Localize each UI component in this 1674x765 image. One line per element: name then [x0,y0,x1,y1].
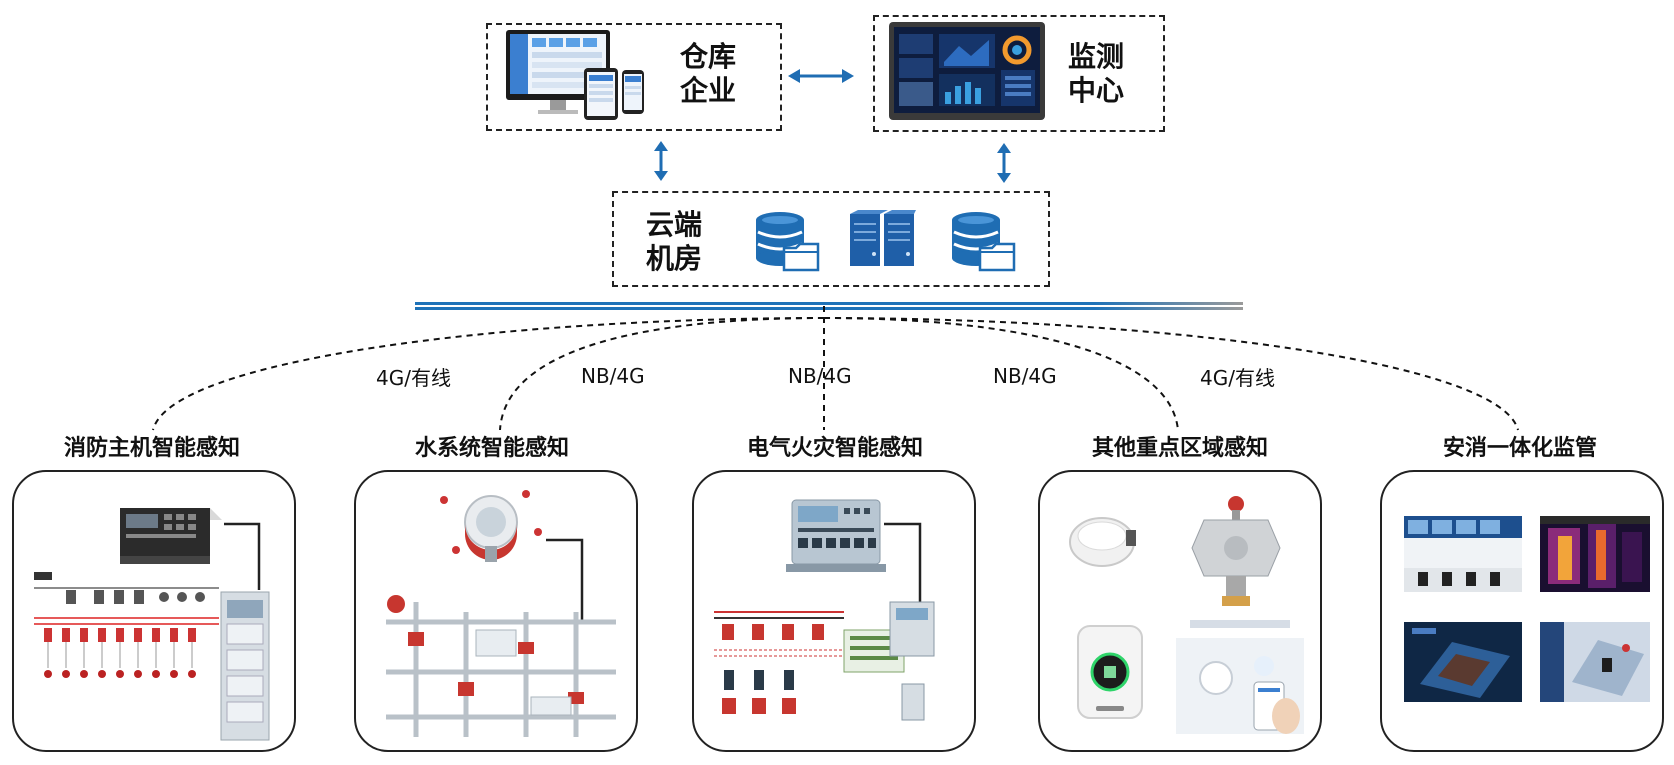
panel-electrical-fire [692,470,976,752]
folder-icon [782,242,822,272]
panel-integrated-supervision [1380,470,1664,752]
category-title-integrated-supervision: 安消一体化监管 [1442,436,1597,461]
electrical-wiring-diagram [714,601,935,721]
fire-panel-device-icon [120,508,222,564]
link-label-5: 4G/有线 [1200,366,1275,390]
warehouse-enterprise-box [486,23,782,131]
category-title-water-system: 水系统智能感知 [414,436,569,461]
link-label-1: 4G/有线 [376,366,451,390]
link-label-2: NB/4G [581,364,645,388]
gas-detector-icon [1191,496,1281,606]
monitoring-center-box [873,15,1165,132]
link-path-5 [823,317,1519,431]
thermal-image-photo [1540,516,1650,592]
server-rack-icon [848,210,916,268]
panel-water-system [354,470,638,752]
fire-cabinet-icon [220,591,270,741]
pressure-sensor-icon [440,490,542,562]
link-path-2 [499,317,825,431]
link-label-4: NB/4G [993,364,1057,388]
link-label-3: NB/4G [788,364,852,388]
category-title-electrical-fire: 电气火灾智能感知 [746,436,923,461]
link-path-4 [823,317,1179,431]
cloud-room-box [612,191,1050,287]
double-arrow-icon [786,64,856,88]
monitoring-center-title: 监测 中心 [1068,40,1125,107]
control-room-photo [1404,516,1522,592]
smoke-detector-icon [1069,517,1136,567]
panel-fire-host [12,470,296,752]
link-path-1 [152,317,825,431]
warehouse-enterprise-title: 仓库 企业 [680,40,737,107]
3d-map-view-photo [1540,622,1650,702]
fire-wiring-diagram [34,572,219,678]
category-title-key-areas: 其他重点区域感知 [1091,436,1268,461]
computer-icon [504,28,664,120]
bluetooth-locator-icon [1176,620,1304,734]
cloud-room-title: 云端 机房 [646,208,703,275]
water-piping-diagram [386,602,616,737]
folder-icon [978,242,1018,272]
3d-building-view-photo [1404,622,1522,702]
wall-sensor-icon [1077,625,1143,719]
double-arrow-icon [993,142,1015,184]
dashboard-screen-icon [889,22,1045,120]
electrical-monitor-device-icon [786,499,886,572]
network-bus [415,302,1243,305]
double-arrow-icon [650,140,672,182]
category-title-fire-host: 消防主机智能感知 [63,436,240,461]
panel-key-areas [1038,470,1322,752]
